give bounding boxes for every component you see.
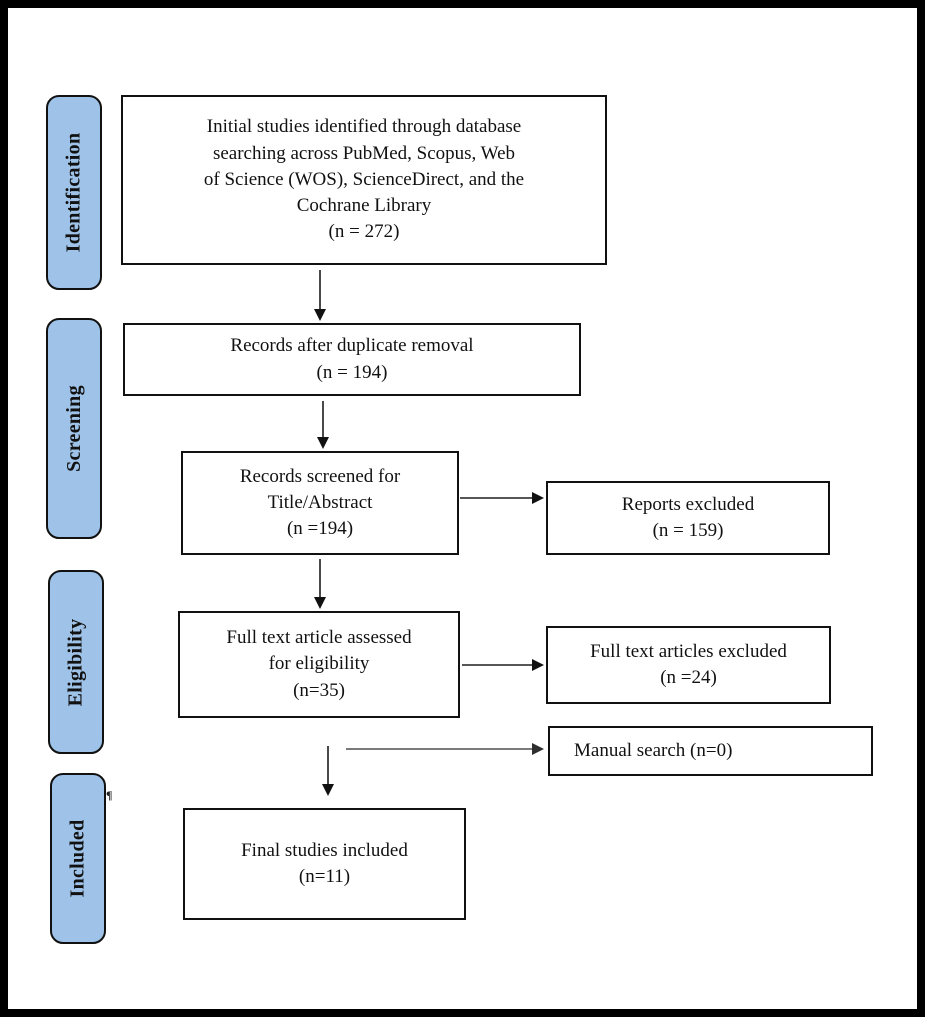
box-fulltext-excluded: Full text articles excluded (n =24) (546, 626, 831, 704)
box-manual-search-text: Manual search (n=0) (574, 739, 733, 761)
stage-label-identification-text: Identification (62, 132, 85, 253)
box-records-screened-text: Records screened for Title/Abstract (n =… (239, 465, 401, 540)
arrow-initial-to-duplicates-line (319, 270, 321, 309)
arrow-duplicates-to-screened-head-icon (317, 437, 329, 449)
arrow-to-manual-search-line (346, 748, 532, 750)
box-initial-studies-text: Initial studies identified through datab… (203, 116, 525, 243)
stage-label-included-text: Included (66, 819, 89, 898)
arrow-fulltext-to-fulltext-excluded-head-icon (532, 659, 544, 671)
box-after-duplicate-removal: Records after duplicate removal (n = 194… (123, 323, 581, 396)
box-final-included: Final studies included (n=11) (183, 808, 466, 920)
arrow-duplicates-to-screened-line (322, 401, 324, 437)
stage-label-eligibility-text: Eligibility (64, 618, 87, 706)
arrow-screened-to-fulltext-line (319, 559, 321, 597)
arrow-fulltext-to-final-line (327, 746, 329, 784)
arrow-to-manual-search-head-icon (532, 743, 544, 755)
stage-label-included: Included (50, 773, 106, 944)
arrow-screened-to-reports-excluded-line (460, 497, 532, 499)
stage-label-screening: Screening (46, 318, 102, 539)
box-fulltext-assessed: Full text article assessed for eligibili… (178, 611, 460, 718)
stage-label-identification: Identification (46, 95, 102, 290)
arrow-screened-to-reports-excluded-head-icon (532, 492, 544, 504)
arrow-screened-to-fulltext-head-icon (314, 597, 326, 609)
box-fulltext-excluded-text: Full text articles excluded (n =24) (590, 640, 787, 688)
paragraph-mark: ¶ (106, 788, 113, 802)
arrow-initial-to-duplicates-head-icon (314, 309, 326, 321)
stage-label-eligibility: Eligibility (48, 570, 104, 754)
box-manual-search: Manual search (n=0) (548, 726, 873, 776)
box-initial-studies: Initial studies identified through datab… (121, 95, 607, 265)
box-final-included-text: Final studies included (n=11) (241, 839, 408, 887)
box-reports-excluded-text: Reports excluded (n = 159) (621, 493, 755, 541)
box-fulltext-assessed-text: Full text article assessed for eligibili… (226, 627, 412, 701)
arrow-fulltext-to-fulltext-excluded-line (462, 664, 532, 666)
arrow-fulltext-to-final-head-icon (322, 784, 334, 796)
box-records-screened: Records screened for Title/Abstract (n =… (181, 451, 459, 555)
stage-label-screening-text: Screening (62, 385, 85, 472)
box-reports-excluded: Reports excluded (n = 159) (546, 481, 830, 555)
box-after-duplicate-removal-text: Records after duplicate removal (n = 194… (230, 335, 474, 383)
